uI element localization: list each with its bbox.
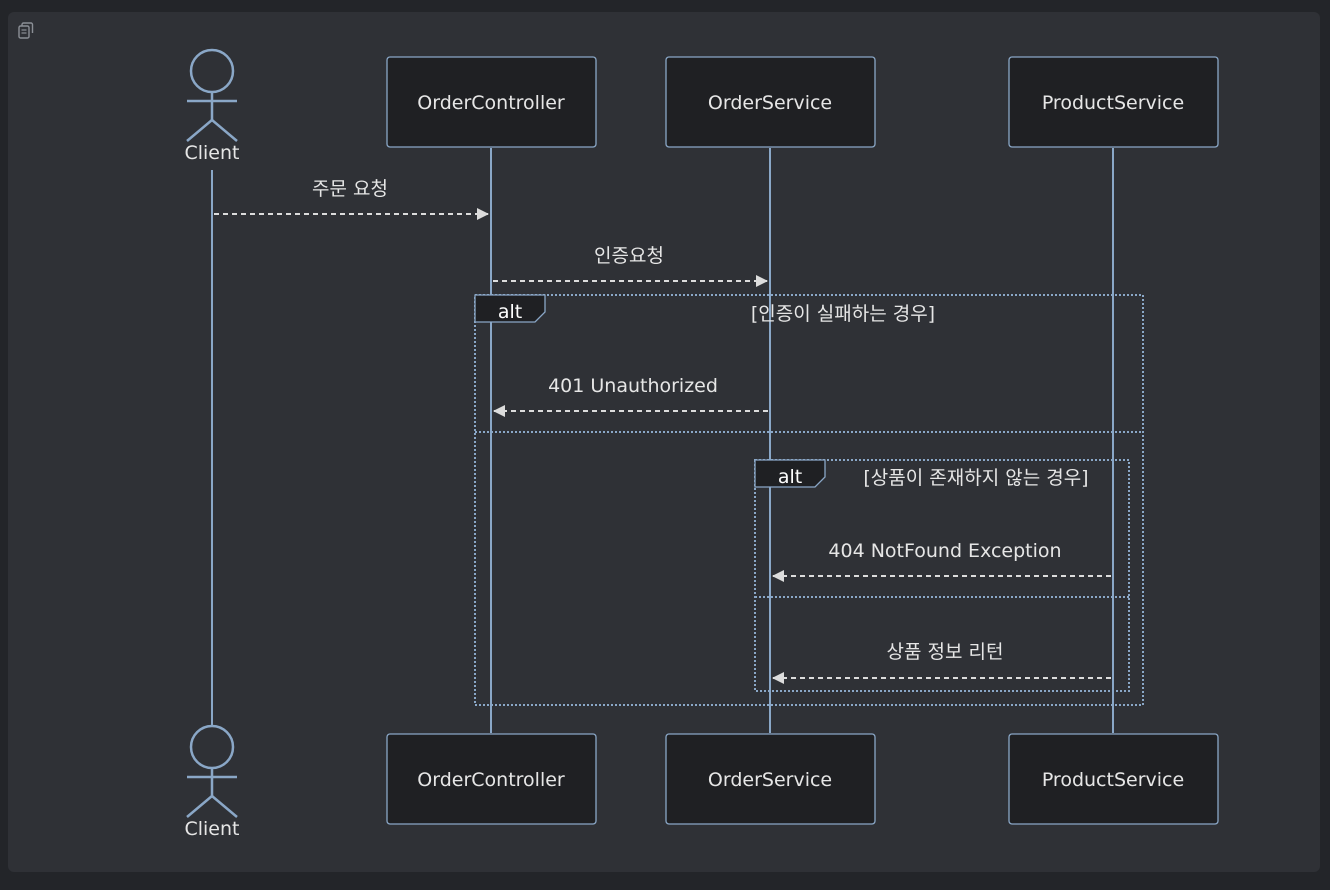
message-unauthorized: 401 Unauthorized bbox=[493, 375, 768, 417]
participant-label: ProductService bbox=[1042, 92, 1184, 114]
message-text: 인증요청 bbox=[594, 245, 664, 267]
alt-label-product: alt bbox=[778, 466, 802, 488]
actor-client-bottom: Client bbox=[184, 724, 240, 840]
message-product-info: 상품 정보 리턴 bbox=[772, 641, 1111, 684]
participant-label: OrderController bbox=[417, 92, 565, 114]
participant-label: OrderService bbox=[708, 769, 832, 791]
alt-label-auth: alt bbox=[498, 301, 522, 323]
participant-product-service-bottom: ProductService bbox=[1008, 733, 1219, 825]
alt-fragment-product: alt [상품이 존재하지 않는 경우] bbox=[754, 459, 1130, 692]
copy-icon[interactable] bbox=[18, 22, 36, 40]
message-auth-request: 인증요청 bbox=[493, 245, 768, 287]
alt-fragment-auth: alt [인증이 실패하는 경우] bbox=[474, 294, 1144, 706]
message-text: 404 NotFound Exception bbox=[828, 540, 1061, 562]
participant-product-service-top: ProductService bbox=[1008, 56, 1219, 148]
alt-condition-auth: [인증이 실패하는 경우] bbox=[751, 303, 935, 325]
message-text: 주문 요청 bbox=[312, 178, 388, 200]
actor-client-top: Client bbox=[184, 48, 240, 164]
participant-order-service-bottom: OrderService bbox=[665, 733, 876, 825]
participant-label: OrderService bbox=[708, 92, 832, 114]
message-text: 401 Unauthorized bbox=[548, 375, 718, 397]
message-notfound: 404 NotFound Exception bbox=[772, 540, 1111, 582]
diagram-panel bbox=[8, 12, 1320, 872]
message-text: 상품 정보 리턴 bbox=[887, 641, 1004, 663]
alt-condition-product: [상품이 존재하지 않는 경우] bbox=[863, 467, 1088, 489]
participant-label: ProductService bbox=[1042, 769, 1184, 791]
participant-label: OrderController bbox=[417, 769, 565, 791]
participant-order-controller-top: OrderController bbox=[386, 56, 597, 148]
actor-label: Client bbox=[184, 142, 239, 164]
message-order-request: 주문 요청 bbox=[214, 178, 489, 220]
participant-order-controller-bottom: OrderController bbox=[386, 733, 597, 825]
actor-label: Client bbox=[184, 818, 239, 840]
participant-order-service-top: OrderService bbox=[665, 56, 876, 148]
